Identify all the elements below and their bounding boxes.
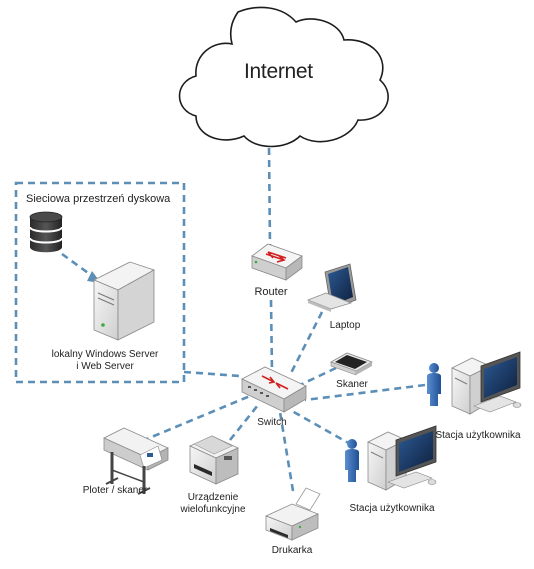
switch-label: Switch — [257, 417, 287, 428]
workstation-icon — [367, 425, 437, 491]
workstation2-label: Stacja użytkownika — [349, 503, 435, 514]
link-laptop-switch — [289, 311, 324, 374]
server-label-line1: lokalny Windows Server — [51, 349, 159, 360]
workstation-icon — [451, 351, 522, 415]
printer-label: Drukarka — [271, 545, 313, 556]
link-ws2-switch — [291, 409, 353, 447]
mfp-label-line1: Urządzenie — [187, 492, 239, 503]
plotter-icon — [103, 427, 169, 495]
multifunction-device-icon — [189, 435, 239, 485]
mfp-label: Urządzenie wielofunkcyjne — [168, 492, 258, 516]
link-ws1-switch — [304, 383, 426, 402]
link-db-server — [61, 252, 96, 280]
laptop-label: Laptop — [329, 320, 361, 331]
plotter-label: Ploter / skaner — [82, 485, 148, 496]
server-label: lokalny Windows Server i Web Server — [30, 349, 180, 373]
internet-label: Internet — [244, 60, 313, 83]
nas-region — [14, 181, 186, 384]
workstation1-label: Stacja użytkownika — [435, 430, 521, 441]
nas-title: Sieciowa przestrzeń dyskowa — [26, 193, 171, 205]
mfp-label-line2: wielofunkcyjne — [180, 504, 246, 515]
user-icon — [345, 439, 359, 482]
link-mfp-switch — [228, 404, 260, 441]
scanner-icon — [330, 352, 373, 376]
link-plotter-switch — [141, 394, 251, 443]
router-icon — [251, 243, 303, 281]
scanner-label: Skaner — [336, 379, 368, 390]
link-router-switch — [269, 299, 274, 373]
database-icon — [29, 211, 63, 253]
router-label: Router — [254, 286, 288, 298]
link-scanner-switch — [299, 366, 337, 387]
laptop-icon — [306, 263, 357, 312]
server-label-line2: i Web Server — [76, 361, 134, 372]
printer-icon — [264, 487, 321, 541]
switch-icon — [241, 366, 307, 413]
link-printer-switch — [278, 411, 295, 492]
user-icon — [427, 363, 441, 406]
server-icon — [93, 261, 155, 341]
link-cloud-router — [267, 147, 272, 247]
connections — [61, 147, 426, 492]
link-nas-switch — [183, 370, 241, 378]
cloud-icon — [178, 6, 389, 148]
